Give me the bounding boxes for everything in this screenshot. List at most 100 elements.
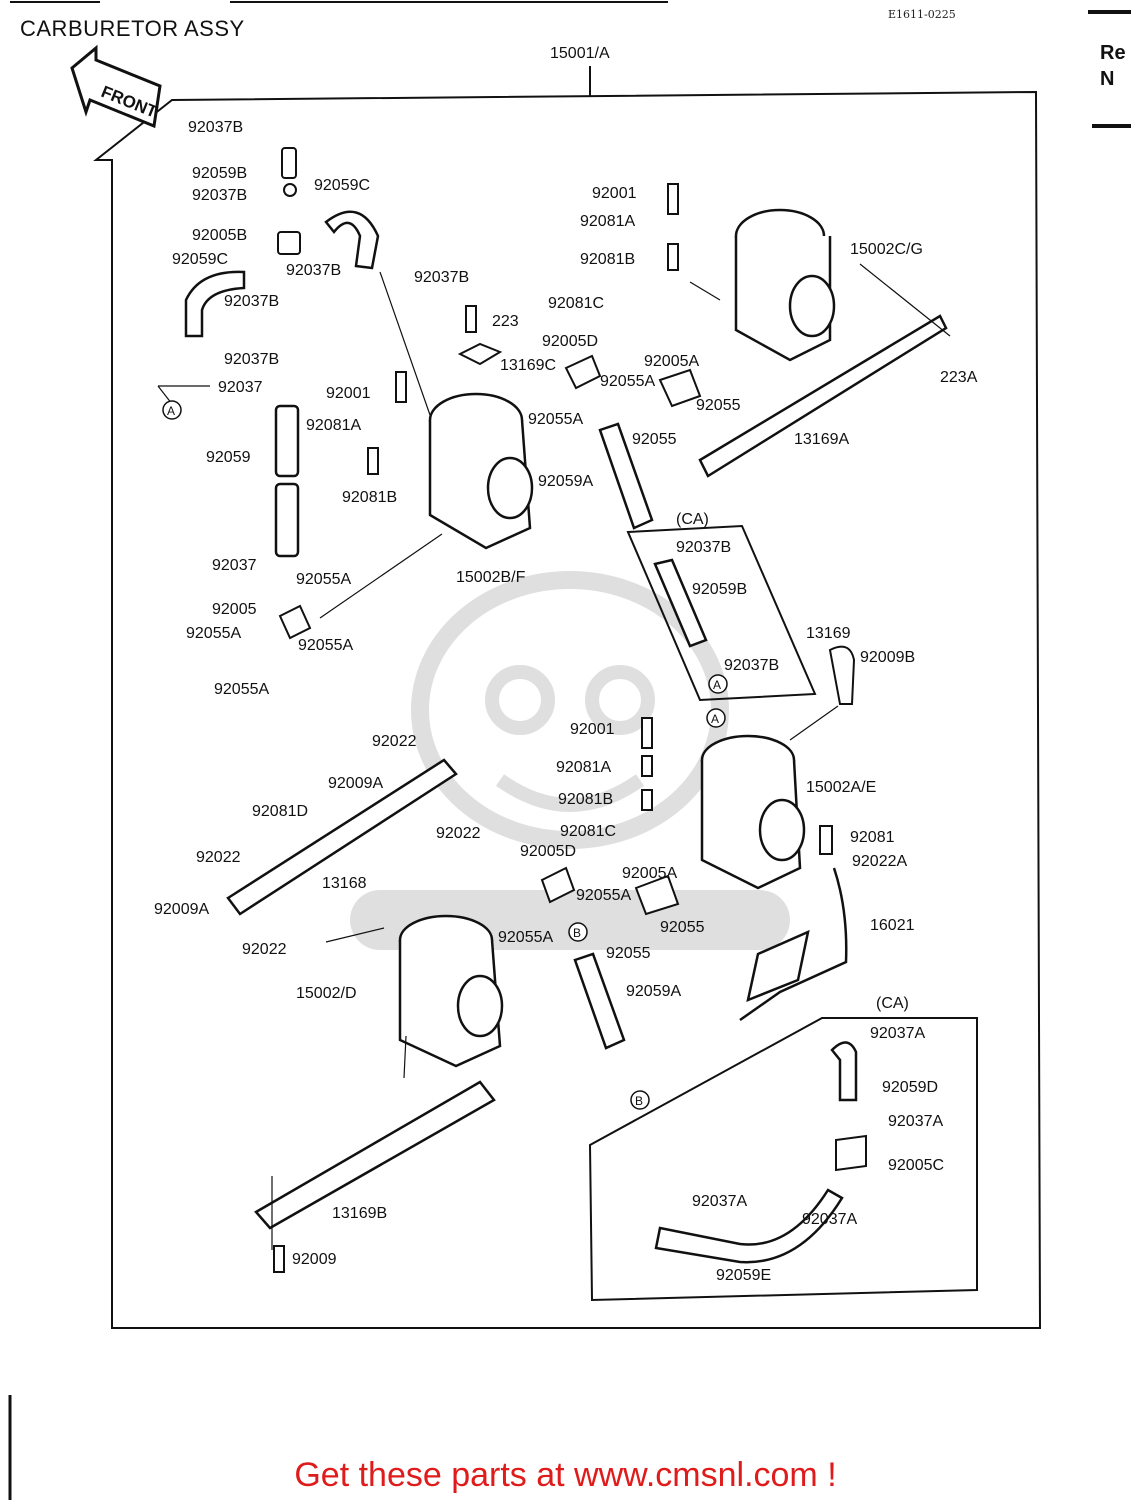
- callout-92005d: 92005D: [520, 843, 576, 860]
- callout-92055a: 92055A: [186, 625, 241, 642]
- carburetor-c-g: [734, 208, 836, 362]
- svg-text:B: B: [573, 926, 581, 940]
- callout-92001: 92001: [592, 185, 637, 202]
- throttle-bracket: [746, 929, 810, 1003]
- callout-92037: 92037: [212, 557, 257, 574]
- callout-92081c: 92081C: [560, 823, 616, 840]
- callout-15002c-g: 15002C/G: [850, 241, 923, 258]
- callout-92055a: 92055A: [576, 887, 631, 904]
- part-callouts: 15001/A 92037B 92059B 92037B 92059C 9200…: [154, 45, 978, 1284]
- throttle-cable: [739, 867, 848, 1022]
- callout-92005c: 92005C: [888, 1157, 944, 1174]
- callout-92005: 92005: [212, 601, 257, 618]
- callout-92059b: 92059B: [692, 581, 747, 598]
- callout-223: 223: [492, 313, 519, 330]
- callout-92059c: 92059C: [314, 177, 370, 194]
- callout-92005a: 92005A: [622, 865, 677, 882]
- bracket-13168: [226, 758, 458, 916]
- callout-92055a: 92055A: [498, 929, 553, 946]
- svg-text:B: B: [635, 1094, 643, 1108]
- callout-92055a: 92055A: [528, 411, 583, 428]
- callout-13169a: 13169A: [794, 431, 849, 448]
- carburetor-b-f: [428, 392, 534, 550]
- callout-92037: 92037: [218, 379, 263, 396]
- callout-92059: 92059: [206, 449, 251, 466]
- callout-92055a: 92055A: [600, 373, 655, 390]
- callout-15001-a: 15001/A: [550, 45, 610, 62]
- marker-a: A: [708, 674, 728, 694]
- callout-92009b: 92009B: [860, 649, 915, 666]
- callout-92055: 92055: [606, 945, 651, 962]
- callout-92055a: 92055A: [214, 681, 269, 698]
- svg-text:A: A: [713, 678, 721, 692]
- cut-off-text: Re N: [1100, 40, 1126, 92]
- callout-92022a: 92022A: [852, 853, 907, 870]
- svg-text:A: A: [167, 404, 175, 418]
- header-rules: [8, 1, 1131, 1500]
- callout-92059a: 92059A: [626, 983, 681, 1000]
- callout-92037b: 92037B: [224, 293, 279, 310]
- carburetor-a-e: [700, 734, 806, 890]
- callout-92022: 92022: [242, 941, 287, 958]
- callout-92037b: 92037B: [724, 657, 779, 674]
- callout-92055: 92055: [696, 397, 741, 414]
- drawing-code: E1611-0225: [888, 8, 956, 21]
- callout-92059d: 92059D: [882, 1079, 938, 1096]
- callout-15002-d: 15002/D: [296, 985, 357, 1002]
- callout-92009: 92009: [292, 1251, 337, 1268]
- carburetor-bodies: [398, 208, 836, 1068]
- callout-92081a: 92081A: [306, 417, 361, 434]
- callout-92037b: 92037B: [286, 262, 341, 279]
- callout-92059a: 92059A: [538, 473, 593, 490]
- callout-13169: 13169: [806, 625, 851, 642]
- callout-92059b: 92059B: [192, 165, 247, 182]
- callout-15002a-e: 15002A/E: [806, 779, 876, 796]
- callout-92037b: 92037B: [188, 119, 243, 136]
- callout-ca: (CA): [876, 995, 909, 1012]
- callout-92037a: 92037A: [870, 1025, 925, 1042]
- hoses: [184, 210, 858, 1264]
- cut-off-line-2: N: [1100, 68, 1115, 90]
- callout-92081b: 92081B: [342, 489, 397, 506]
- callout-92055a: 92055A: [298, 637, 353, 654]
- marker-a: A: [162, 400, 182, 420]
- callout-92022: 92022: [372, 733, 417, 750]
- callout-92037b: 92037B: [224, 351, 279, 368]
- bracket-13169b: [254, 1080, 496, 1230]
- callout-92005d: 92005D: [542, 333, 598, 350]
- marker-a: A: [706, 708, 726, 728]
- leader-lines: [157, 263, 951, 1250]
- callout-15002b-f: 15002B/F: [456, 569, 526, 586]
- marker-b: B: [630, 1090, 650, 1110]
- callout-92081b: 92081B: [580, 251, 635, 268]
- brackets: [226, 314, 948, 1230]
- callout-16021: 16021: [870, 917, 915, 934]
- callout-92022: 92022: [436, 825, 481, 842]
- callout-92037b: 92037B: [192, 187, 247, 204]
- callout-92081a: 92081A: [580, 213, 635, 230]
- callout-92081: 92081: [850, 829, 895, 846]
- callout-92059e: 92059E: [716, 1267, 771, 1284]
- callout-92081b: 92081B: [558, 791, 613, 808]
- callout-92009a: 92009A: [154, 901, 209, 918]
- callout-92055a: 92055A: [296, 571, 351, 588]
- callout-223a: 223A: [940, 369, 978, 386]
- callout-13169b: 13169B: [332, 1205, 387, 1222]
- marker-b: B: [568, 922, 588, 942]
- callout-ca: (CA): [676, 511, 709, 528]
- callout-92005b: 92005B: [192, 227, 247, 244]
- reference-markers: A A A B B: [162, 400, 728, 1110]
- footer-promo-text: Get these parts at www.cmsnl.com !: [294, 1456, 837, 1494]
- callout-92037a: 92037A: [888, 1113, 943, 1130]
- ca-subframes: [588, 524, 978, 1302]
- callout-92037b: 92037B: [676, 539, 731, 556]
- callout-92005a: 92005A: [644, 353, 699, 370]
- callout-92081d: 92081D: [252, 803, 308, 820]
- callout-92001: 92001: [326, 385, 371, 402]
- diagram-frame: [93, 66, 1042, 1329]
- callout-92059c: 92059C: [172, 251, 228, 268]
- callout-92081c: 92081C: [548, 295, 604, 312]
- callout-92001: 92001: [570, 721, 615, 738]
- bracket-13169a: [698, 314, 948, 478]
- carburetor-d: [398, 914, 504, 1068]
